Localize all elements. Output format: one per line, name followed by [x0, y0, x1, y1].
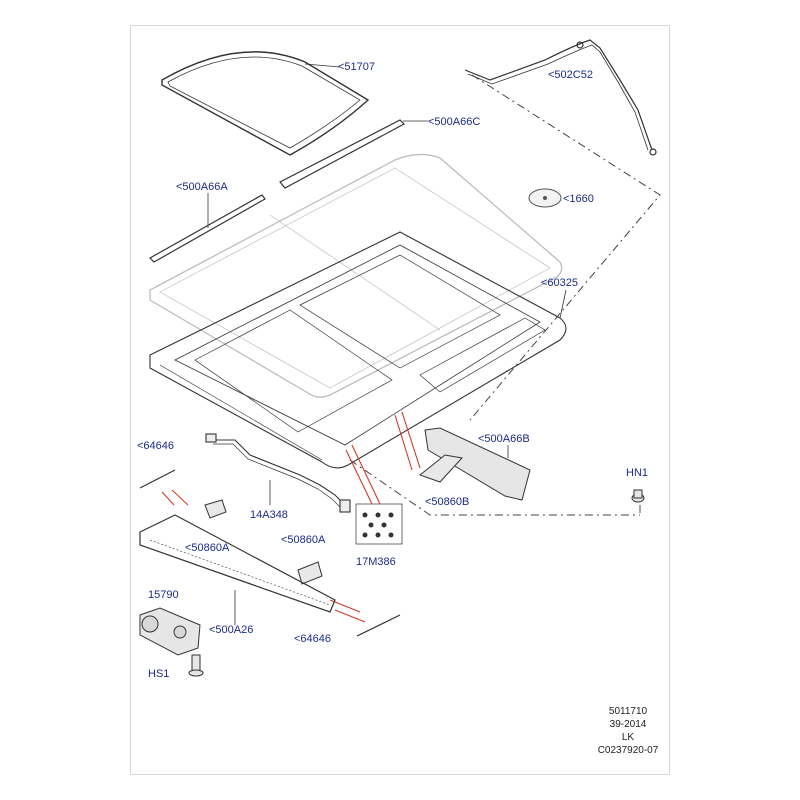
callout-500a26: <500A26: [209, 624, 254, 636]
part-15790-motor: [139, 607, 201, 656]
callout-64646-bottom: <64646: [294, 633, 332, 645]
part-50860a-brackets: [204, 499, 323, 585]
footer-ref-number: 5011710: [608, 706, 648, 717]
callout-15790: 15790: [148, 589, 179, 601]
callout-60325: <60325: [541, 277, 579, 289]
dashed-leaders: [349, 74, 661, 516]
callout-hn1: HN1: [626, 467, 649, 479]
callout-500a66c: <500A66C: [428, 116, 481, 128]
part-17m386-screws: [362, 512, 394, 538]
screw-group-box: [355, 503, 403, 545]
accent-leaders: [161, 411, 421, 623]
part-500a66c-strip: [279, 119, 405, 189]
callout-14a348: 14A348: [250, 509, 288, 521]
callout-502c52: <502C52: [548, 69, 593, 81]
callout-50860a-mid: <50860A: [281, 534, 326, 546]
callout-50860a-left: <50860A: [185, 542, 230, 554]
footer-initials: LK: [621, 732, 635, 743]
part-502c52-drain-tube: [464, 39, 657, 156]
callout-hs1: HS1: [148, 668, 170, 680]
part-14a348-cable: [205, 433, 351, 513]
part-51707-seal: [161, 51, 370, 156]
callout-17m386: 17M386: [356, 556, 396, 568]
part-64646-guides: [139, 469, 401, 637]
callout-50860b: <50860B: [425, 496, 470, 508]
callout-500a66b: <500A66B: [478, 433, 530, 445]
footer-date: 39-2014: [609, 719, 647, 730]
part-50860b-bracket: [418, 454, 463, 483]
part-60325-frame: [149, 231, 567, 469]
callout-64646-top: <64646: [137, 440, 175, 452]
part-hs1-bolt: [188, 654, 204, 677]
callout-1660: <1660: [563, 193, 594, 205]
callout-51707: <51707: [338, 61, 376, 73]
part-500a66b-strip: [424, 427, 531, 501]
part-1660-pad: [528, 188, 562, 208]
part-hn1-nut: [631, 489, 645, 503]
footer-code: C0237920-07: [597, 745, 659, 756]
glass-panel: [149, 153, 563, 398]
callout-500a66a: <500A66A: [176, 181, 228, 193]
part-500a66a-strip: [149, 194, 266, 263]
part-500a26-rail: [139, 514, 336, 613]
